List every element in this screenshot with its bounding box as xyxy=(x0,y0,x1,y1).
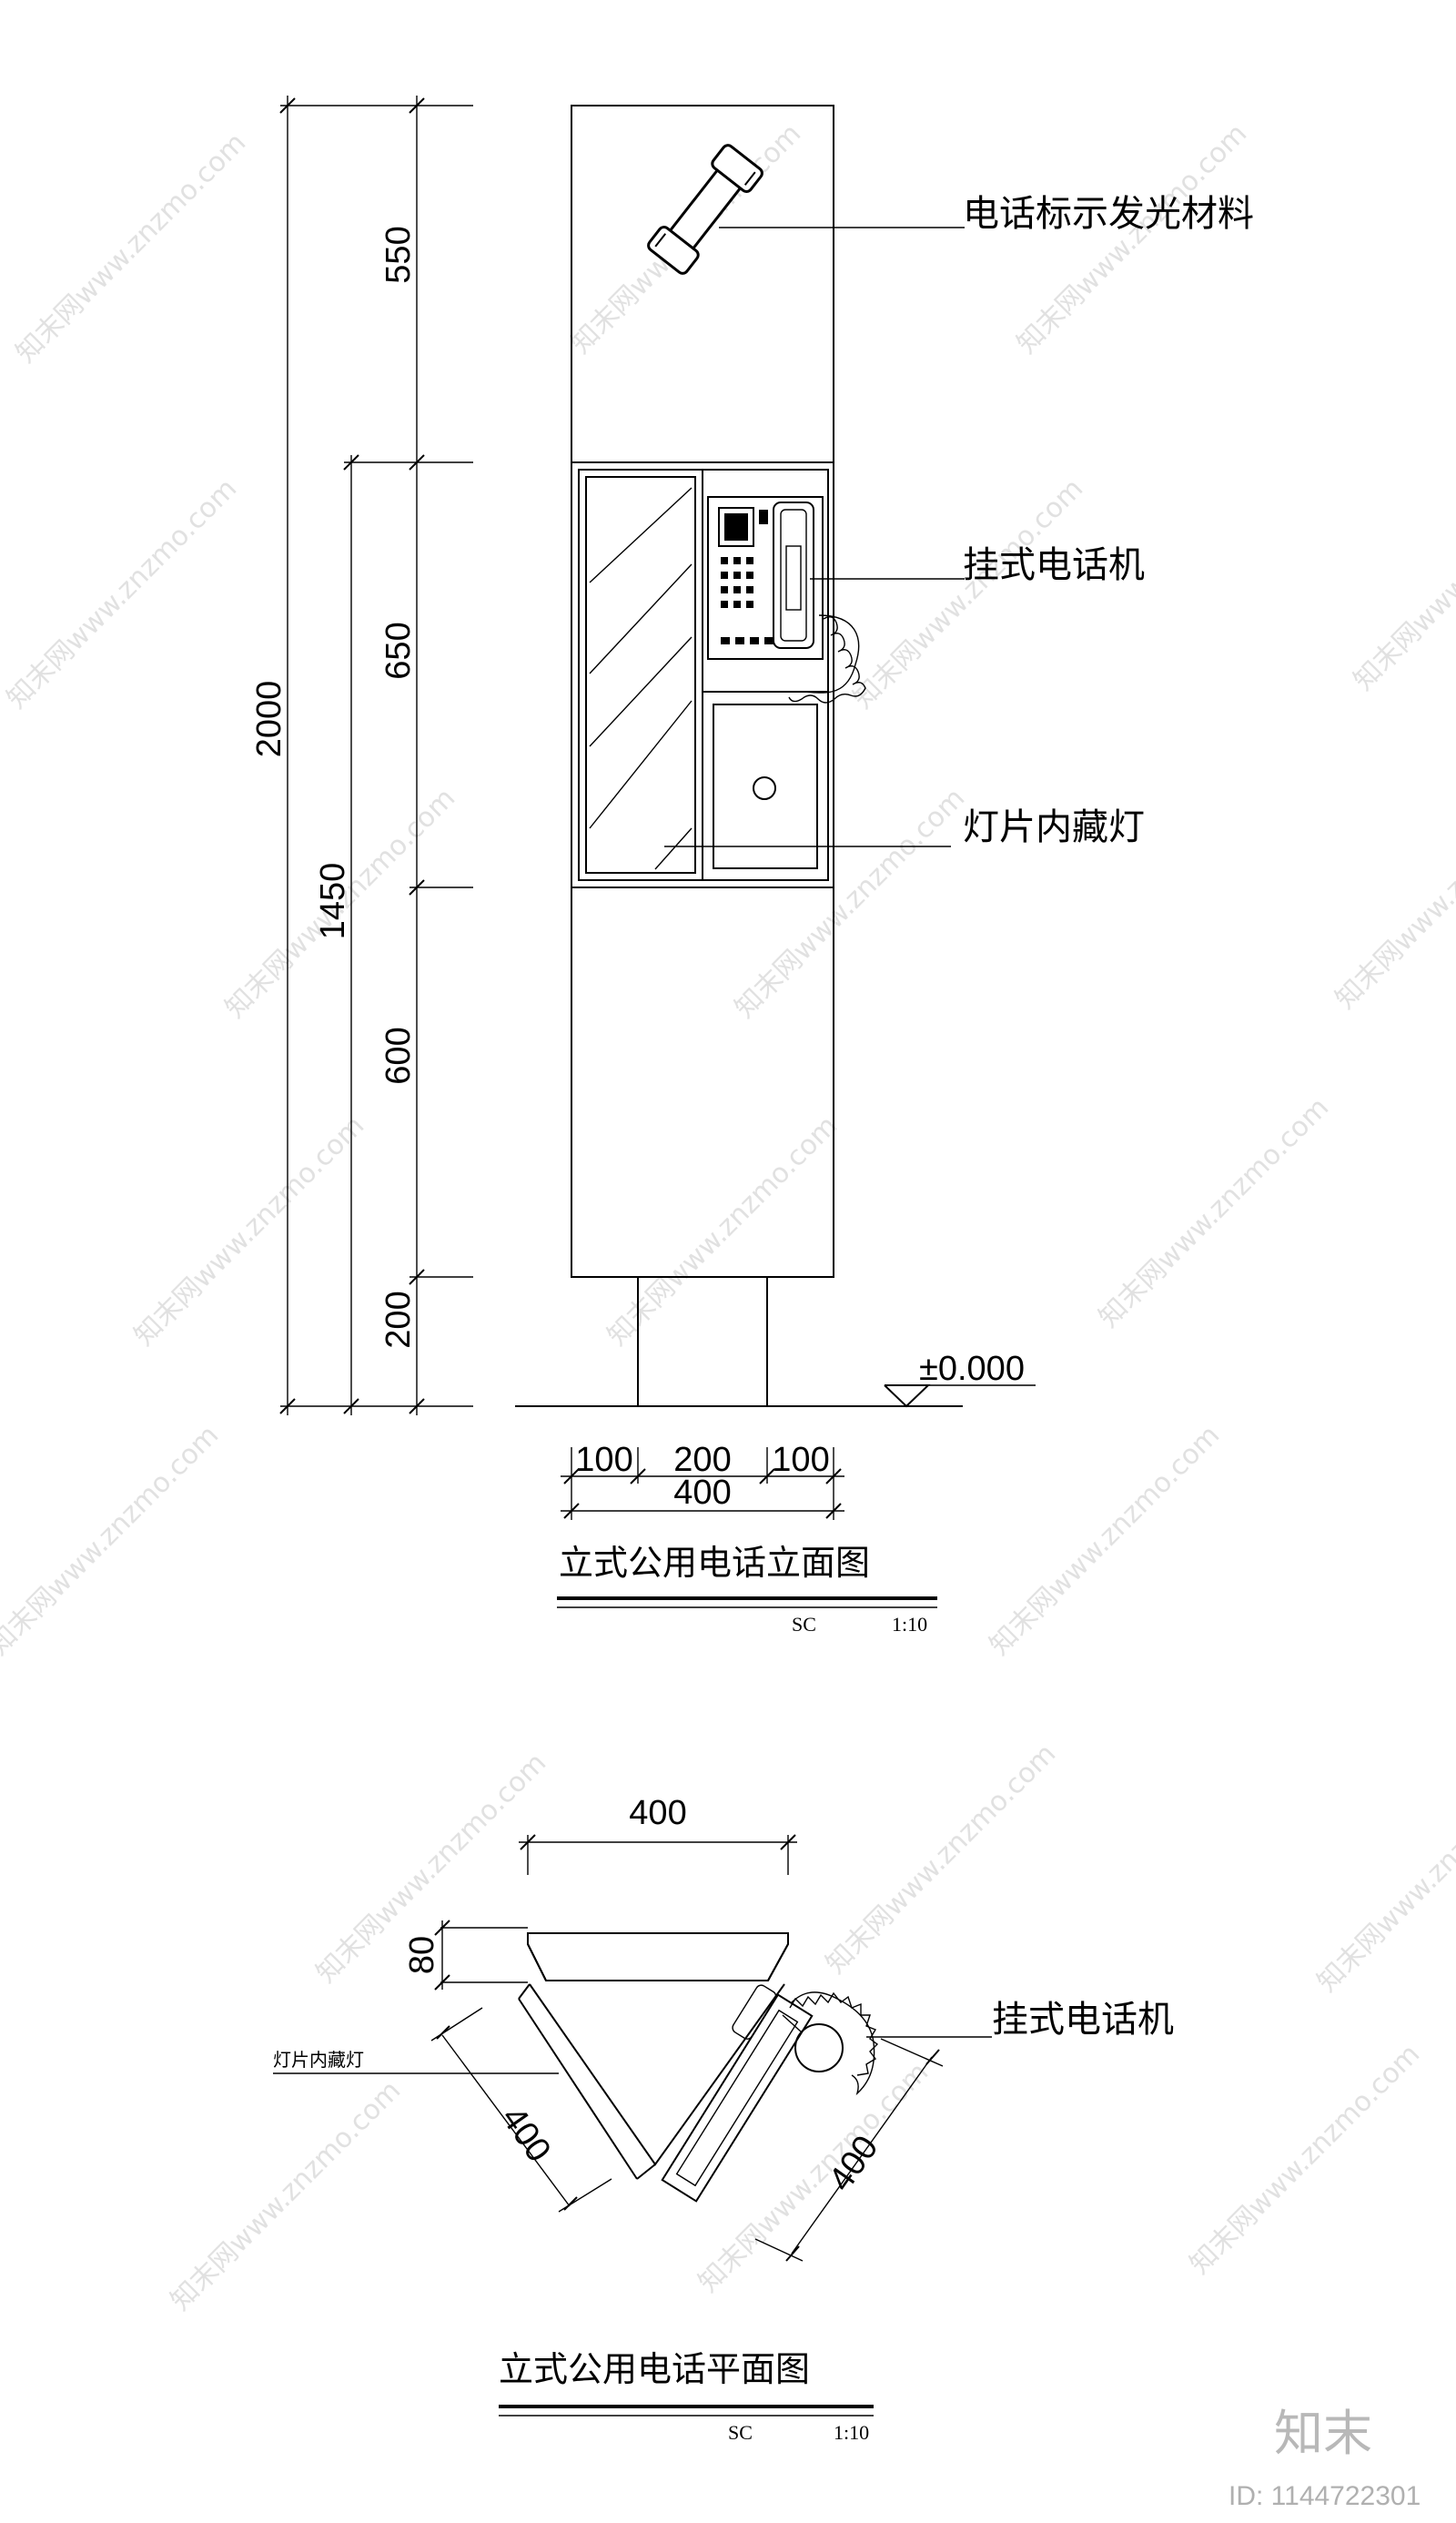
ground-level-text: ±0.000 xyxy=(919,1350,1025,1388)
dim-200-middle: 200 xyxy=(673,1441,731,1479)
phone-compartment xyxy=(702,469,866,881)
vertical-dimensions: 2000 1450 550 650 600 200 xyxy=(250,96,473,1415)
plan-labels: 挂式电话机 灯片内藏灯 xyxy=(273,1999,1174,2074)
plan-dim-400-top: 400 xyxy=(629,1794,686,1832)
image-id-text: ID: 1144722301 xyxy=(1228,2481,1421,2511)
watermark-text: 知末网www.znzmo.com xyxy=(165,2074,407,2316)
dim-2000: 2000 xyxy=(250,681,288,758)
watermark-text: 知末网www.znzmo.com xyxy=(128,1110,370,1352)
watermark-text: 知末网www.znzmo.com xyxy=(1184,2038,1426,2280)
plan-dim-side: 80 xyxy=(403,1920,528,1991)
plan-scale-sc: SC xyxy=(728,2421,753,2444)
dim-100-left: 100 xyxy=(575,1441,632,1479)
watermark-text: 知末网www.znzmo.com xyxy=(0,1419,225,1661)
plan-label-wall-phone: 挂式电话机 xyxy=(992,1999,1174,2041)
plan-label-lightbox: 灯片内藏灯 xyxy=(273,2049,364,2071)
plan-scale-ratio: 1:10 xyxy=(834,2421,869,2444)
keypad xyxy=(721,557,774,644)
plan-title-block: 立式公用电话平面图 SC 1:10 xyxy=(499,2349,874,2444)
plan-dim-top: 400 xyxy=(519,1794,797,1875)
watermark-text: 知末网www.znzmo.com xyxy=(984,1419,1226,1661)
ground-level-marker: ±0.000 xyxy=(884,1350,1036,1408)
brand-watermark: 知末 ID: 1144722301 xyxy=(1228,2405,1421,2511)
watermark-text: 知末网www.znzmo.com xyxy=(1011,117,1253,360)
watermark-text: 知末网www.znzmo.com xyxy=(820,1738,1062,1980)
lightbox-glass-panel xyxy=(578,469,703,881)
elevation-scale-sc: SC xyxy=(792,1613,816,1636)
dim-400-total: 400 xyxy=(673,1474,731,1512)
plan-dim-400-left: 400 xyxy=(493,2100,558,2169)
plan-title: 立式公用电话平面图 xyxy=(499,2349,810,2389)
dim-1450: 1450 xyxy=(314,863,352,940)
brand-logo-text: 知末 xyxy=(1274,2405,1372,2462)
label-lightbox-lamp: 灯片内藏灯 xyxy=(963,806,1145,848)
phone-handset-icon xyxy=(647,144,763,275)
plan-phone-unit xyxy=(661,1984,814,2203)
dim-200: 200 xyxy=(379,1291,418,1348)
watermark-text: 知末网www.znzmo.com xyxy=(1,472,243,714)
watermark-text: 知末网www.znzmo.com xyxy=(693,2056,935,2298)
watermark-layer: 知末网www.znzmo.com 知末网www.znzmo.com 知末网www… xyxy=(0,117,1456,2316)
bottom-dimensions: 100 200 100 400 xyxy=(561,1441,844,1520)
label-sign-material: 电话标示发光材料 xyxy=(963,193,1254,235)
dim-550: 550 xyxy=(379,226,418,283)
dim-650: 650 xyxy=(379,622,418,679)
watermark-text: 知末网www.znzmo.com xyxy=(1330,773,1456,1015)
watermark-text: 知末网www.znzmo.com xyxy=(729,782,971,1024)
plan-body xyxy=(518,1932,879,2203)
dim-100-right: 100 xyxy=(772,1441,829,1479)
elevation-title: 立式公用电话立面图 xyxy=(559,1543,870,1583)
label-wall-phone: 挂式电话机 xyxy=(963,544,1145,586)
watermark-text: 知末网www.znzmo.com xyxy=(847,472,1089,714)
watermark-text: 知末网www.znzmo.com xyxy=(1311,1756,1456,1998)
elevation-title-block: 立式公用电话立面图 SC 1:10 xyxy=(557,1543,937,1636)
elevation-labels: 电话标示发光材料 挂式电话机 灯片内藏灯 xyxy=(664,193,1254,848)
plan-dim-left-diag: 400 xyxy=(430,2007,612,2213)
watermark-text: 知末网www.znzmo.com xyxy=(10,127,252,369)
dim-600: 600 xyxy=(379,1027,418,1084)
elevation-scale-ratio: 1:10 xyxy=(892,1613,927,1636)
watermark-text: 知末网www.znzmo.com xyxy=(1348,454,1456,696)
elevation-view: 2000 1450 550 650 600 200 xyxy=(250,96,1254,1636)
watermark-text: 知末网www.znzmo.com xyxy=(1093,1091,1335,1333)
plan-dim-80: 80 xyxy=(403,1936,441,1974)
